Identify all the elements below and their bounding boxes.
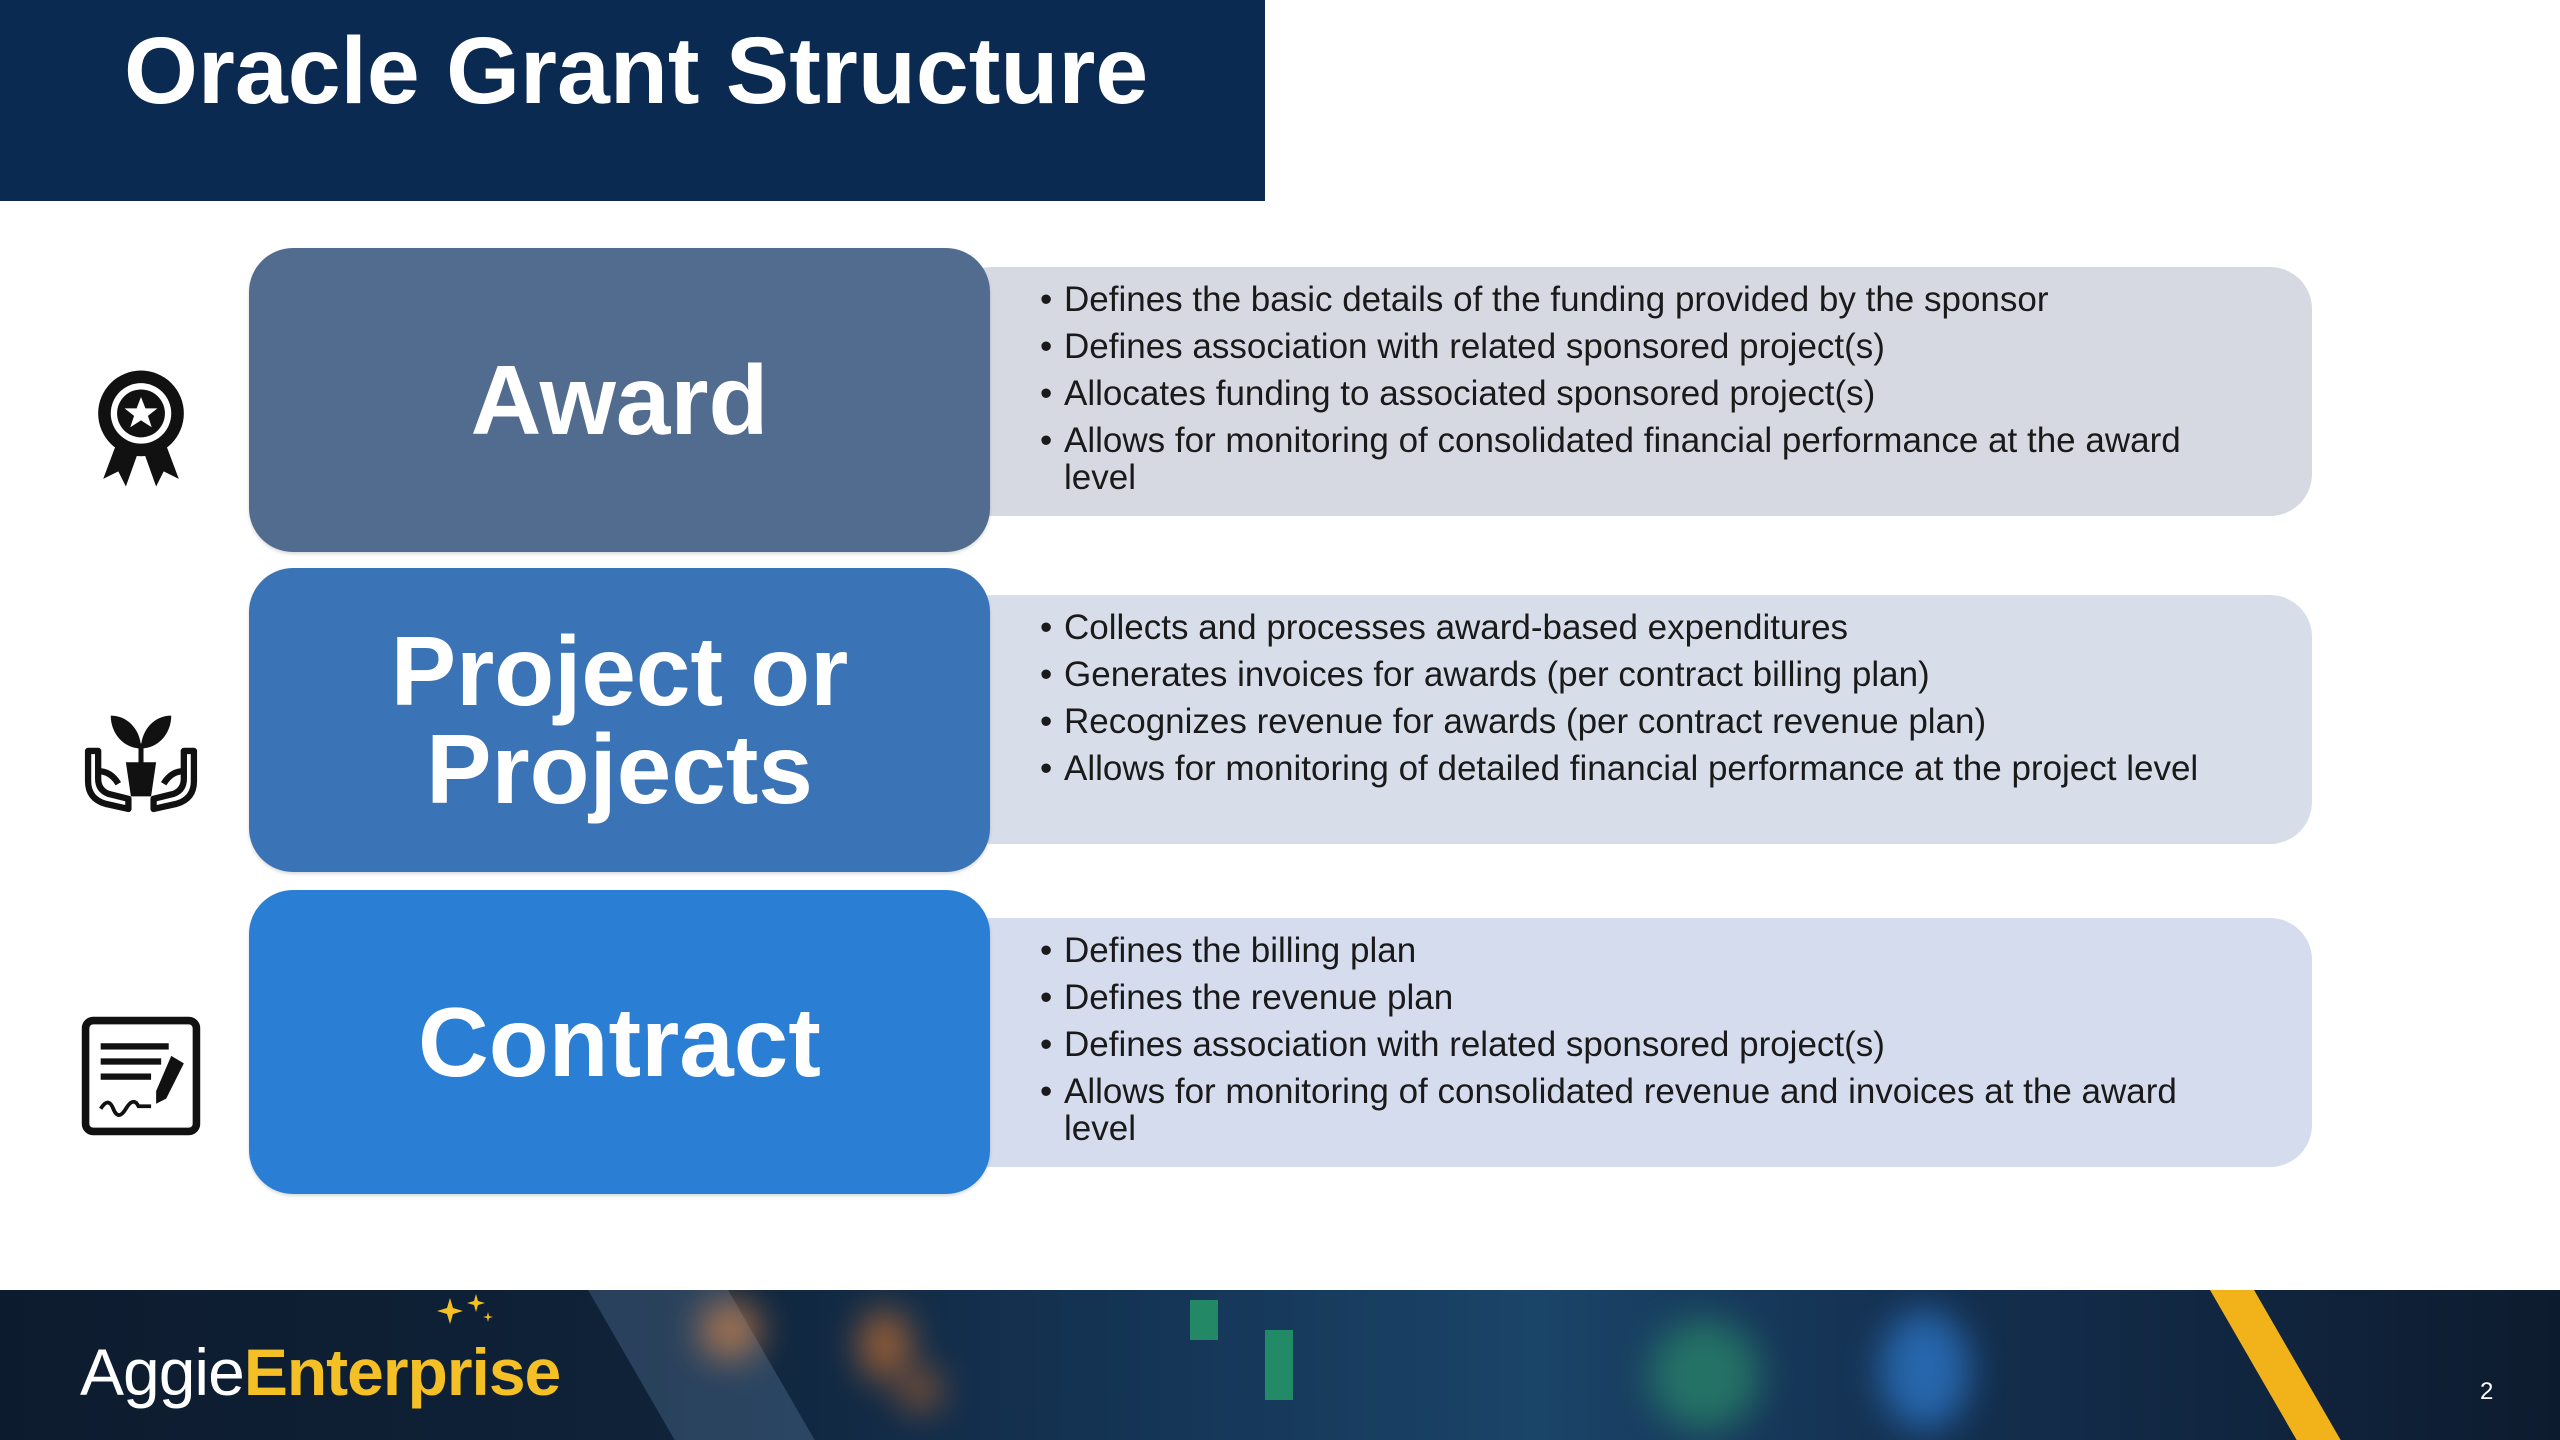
logo-enterprise: Enterprise bbox=[243, 1335, 561, 1409]
project-bullet-list: Collects and processes award-based expen… bbox=[1040, 609, 2202, 787]
list-item: Allocates funding to associated sponsore… bbox=[1040, 375, 2202, 412]
list-item: Allows for monitoring of detailed financ… bbox=[1040, 750, 2202, 787]
list-item: Defines association with related sponsor… bbox=[1040, 1026, 2202, 1063]
contract-label: Contract bbox=[418, 987, 821, 1097]
title-bar: Oracle Grant Structure bbox=[0, 0, 1265, 201]
list-item: Allows for monitoring of consolidated fi… bbox=[1040, 422, 2202, 496]
award-bullet-list: Defines the basic details of the funding… bbox=[1040, 281, 2202, 496]
aggie-enterprise-logo: AggieEnterprise bbox=[80, 1294, 561, 1412]
award-label-box: Award bbox=[249, 248, 990, 552]
project-description-box: Collects and processes award-based expen… bbox=[950, 595, 2312, 844]
list-item: Defines the revenue plan bbox=[1040, 979, 2202, 1016]
logo-aggie: Aggie bbox=[80, 1335, 245, 1409]
page-number: 2 bbox=[2480, 1378, 2494, 1405]
sparkle-icon bbox=[437, 1294, 493, 1324]
list-item: Generates invoices for awards (per contr… bbox=[1040, 656, 2202, 693]
footer-decoration bbox=[1265, 1330, 1293, 1400]
award-label: Award bbox=[470, 345, 769, 455]
list-item: Allows for monitoring of consolidated re… bbox=[1040, 1073, 2202, 1147]
footer-decoration bbox=[700, 1300, 760, 1360]
project-label-line-1: Project or bbox=[390, 616, 849, 726]
footer-decoration bbox=[1880, 1310, 1970, 1430]
list-item: Defines association with related sponsor… bbox=[1040, 328, 2202, 365]
footer-banner: AggieEnterprise 2 bbox=[0, 1290, 2560, 1440]
hands-plant-icon bbox=[78, 693, 204, 819]
project-label-box: Project or Projects bbox=[249, 568, 990, 872]
project-label-line-2: Projects bbox=[426, 714, 813, 824]
list-item: Recognizes revenue for awards (per contr… bbox=[1040, 703, 2202, 740]
award-ribbon-icon bbox=[78, 363, 204, 489]
slide-title: Oracle Grant Structure bbox=[124, 18, 1149, 124]
contract-label-box: Contract bbox=[249, 890, 990, 1194]
award-description-box: Defines the basic details of the funding… bbox=[950, 267, 2312, 516]
footer-decoration bbox=[1650, 1320, 1760, 1430]
list-item: Defines the basic details of the funding… bbox=[1040, 281, 2202, 318]
list-item: Collects and processes award-based expen… bbox=[1040, 609, 2202, 646]
footer-decoration bbox=[900, 1370, 940, 1410]
contract-description-box: Defines the billing plan Defines the rev… bbox=[950, 918, 2312, 1167]
signed-contract-icon bbox=[78, 1013, 204, 1139]
footer-decoration bbox=[860, 1310, 910, 1380]
footer-decoration bbox=[1190, 1300, 1218, 1340]
list-item: Defines the billing plan bbox=[1040, 932, 2202, 969]
contract-bullet-list: Defines the billing plan Defines the rev… bbox=[1040, 932, 2202, 1147]
footer-gold-stripe bbox=[2198, 1290, 2370, 1440]
